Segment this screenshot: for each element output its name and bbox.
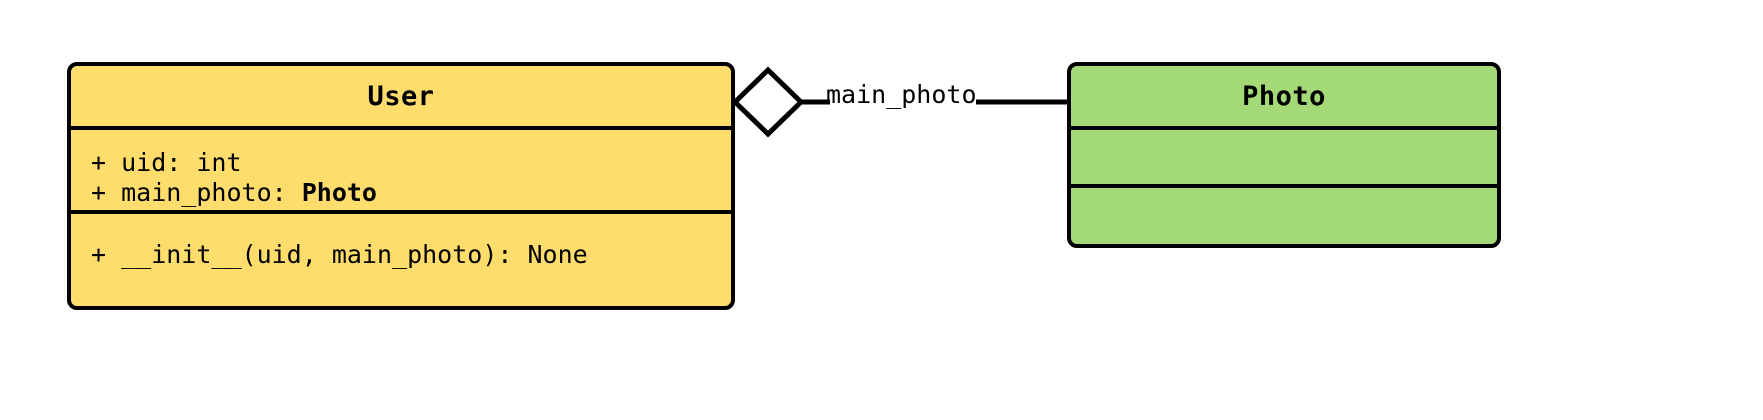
class-name-user: User: [367, 80, 435, 112]
attribute-row: + main_photo: Photo: [91, 178, 731, 208]
relationship-label: main_photo: [826, 80, 977, 109]
aggregation-diamond-icon: [731, 66, 805, 138]
class-methods-user: + __init__(uid, main_photo): None: [71, 210, 731, 306]
class-methods-photo: [1071, 184, 1497, 244]
attribute-type: Photo: [301, 178, 377, 207]
attribute-row: + uid: int: [91, 148, 242, 177]
class-attributes-photo: [1071, 126, 1497, 184]
class-attributes-user: + uid: int + main_photo: Photo: [71, 126, 731, 210]
class-name-photo: Photo: [1242, 80, 1326, 112]
method-row: + __init__(uid, main_photo): None: [91, 240, 588, 269]
class-header-user: User: [71, 66, 731, 126]
class-box-photo[interactable]: Photo: [1067, 62, 1501, 248]
attribute-label: + main_photo:: [91, 178, 302, 207]
class-box-user[interactable]: User + uid: int + main_photo: Photo + __…: [67, 62, 735, 310]
aggregation-relationship[interactable]: [730, 62, 1075, 142]
class-header-photo: Photo: [1071, 66, 1497, 126]
